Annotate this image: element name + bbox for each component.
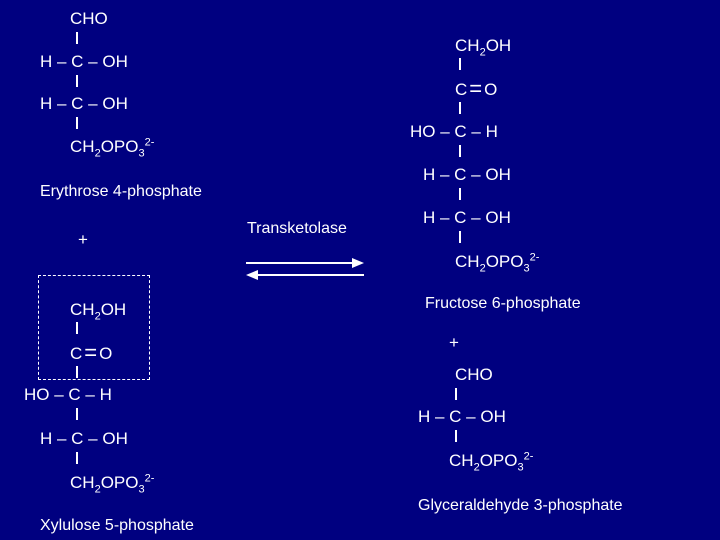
bond (459, 145, 461, 157)
fructose-c4: H – C – OH (423, 165, 511, 184)
erythrose-phosphate: CH2OPO32- (70, 136, 155, 160)
enzyme-label: Transketolase (247, 220, 347, 237)
forward-arrowhead (352, 258, 364, 268)
bond (76, 408, 78, 420)
bond (459, 231, 461, 243)
erythrose-cho: CHO (70, 9, 108, 28)
plus-right: + (449, 333, 459, 352)
xylulose-carbonyl: C=O (70, 340, 113, 365)
fructose-ch2oh: CH2OH (455, 36, 512, 59)
bond (459, 58, 461, 70)
xylulose-label: Xylulose 5-phosphate (40, 517, 194, 534)
erythrose-c2: H – C – OH (40, 52, 128, 71)
fructose-c5: H – C – OH (423, 208, 511, 227)
plus-left: + (78, 230, 88, 249)
fructose-phosphate: CH2OPO32- (455, 251, 540, 275)
fructose-c3: HO – C – H (410, 122, 498, 141)
reverse-arrowhead (246, 270, 258, 280)
bond (76, 117, 78, 129)
glyceraldehyde-label: Glyceraldehyde 3-phosphate (418, 497, 623, 514)
erythrose-label: Erythrose 4-phosphate (40, 183, 202, 200)
reversible-arrows (246, 258, 364, 280)
transfer-group-box (38, 275, 150, 380)
xylulose-phosphate: CH2OPO32- (70, 472, 155, 496)
glyceraldehyde-phosphate: CH2OPO32- (449, 450, 534, 474)
glyceraldehyde-cho: CHO (455, 365, 493, 384)
bond (459, 102, 461, 114)
xylulose-ch2oh: CH2OH (70, 300, 127, 323)
erythrose-c3: H – C – OH (40, 94, 128, 113)
glyceraldehyde-c2: H – C – OH (418, 407, 506, 426)
bond (76, 32, 78, 44)
xylulose-c3: HO – C – H (24, 385, 112, 404)
fructose-label: Fructose 6-phosphate (425, 295, 581, 312)
xylulose-c4: H – C – OH (40, 429, 128, 448)
bond (459, 188, 461, 200)
bond (76, 75, 78, 87)
bond (76, 322, 78, 334)
fructose-carbonyl: C=O (455, 76, 498, 101)
bond (455, 430, 457, 442)
bond (76, 366, 78, 378)
bond (455, 388, 457, 400)
bond (76, 452, 78, 464)
